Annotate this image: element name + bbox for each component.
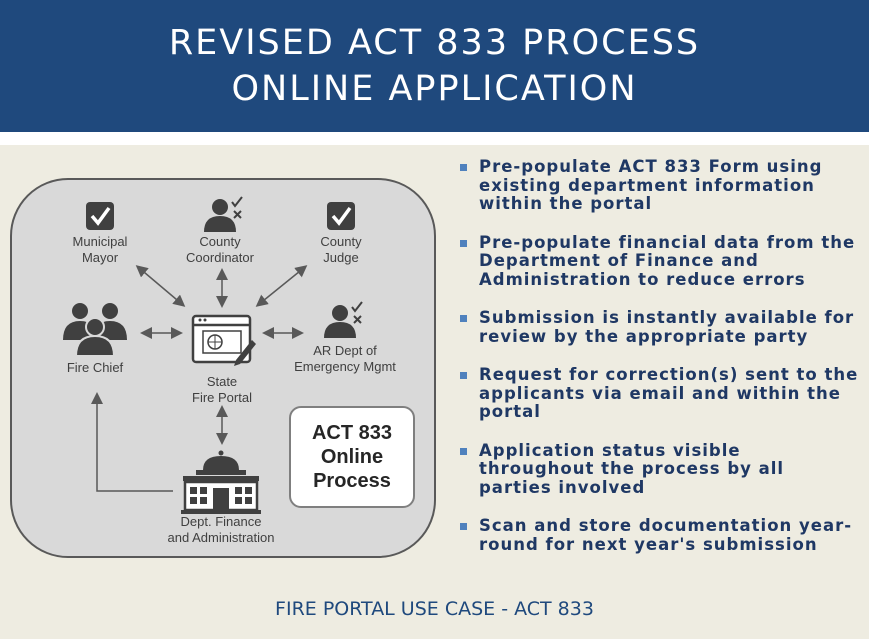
- header-banner: REVISED ACT 833 PROCESS ONLINE APPLICATI…: [0, 0, 869, 132]
- process-box: ACT 833 Online Process: [289, 406, 415, 508]
- portal-window-icon: [191, 314, 256, 366]
- connector-arrows: [91, 265, 308, 492]
- node-dept-finance: Dept. Finance and Administration: [167, 514, 275, 545]
- node-state-fire-portal: State Fire Portal: [192, 374, 252, 405]
- footer-caption: FIRE PORTAL USE CASE - ACT 833: [275, 598, 594, 620]
- person-check-icon: [204, 196, 243, 232]
- node-county-coordinator: County Coordinator: [186, 234, 254, 265]
- bullet-marker: [460, 447, 467, 455]
- bullet-marker: [460, 239, 467, 247]
- title-line-2: ONLINE APPLICATION: [231, 69, 638, 109]
- bullet-marker: [460, 164, 467, 171]
- node-municipal-mayor: Municipal Mayor: [72, 234, 128, 265]
- person-check-icon: [324, 301, 363, 338]
- government-building-icon: [181, 450, 261, 514]
- bullet-item: Pre-populate ACT 833 Form using existing…: [460, 157, 860, 214]
- checkbox-icon: [327, 202, 355, 230]
- bullet-text: Application status visible throughout th…: [479, 440, 785, 497]
- bullet-item: Request for correction(s) sent to the ap…: [460, 365, 860, 422]
- bullet-item: Scan and store documentation year-round …: [460, 516, 860, 554]
- bullet-marker: [460, 523, 467, 530]
- bullet-text: Pre-populate financial data from the Dep…: [479, 232, 856, 289]
- bullet-list: Pre-populate ACT 833 Form using existing…: [460, 157, 860, 554]
- group-icon: [63, 303, 127, 357]
- title-line-1: REVISED ACT 833 PROCESS: [168, 23, 701, 63]
- bullet-marker: [460, 315, 467, 322]
- checkbox-icon: [86, 202, 114, 230]
- bullet-item: Submission is instantly available for re…: [460, 308, 860, 346]
- bullet-text: Submission is instantly available for re…: [479, 308, 855, 346]
- bullet-item: Pre-populate financial data from the Dep…: [460, 232, 860, 290]
- node-ar-dept-emergency: AR Dept of Emergency Mgmt: [294, 343, 396, 374]
- node-county-judge: County Judge: [320, 234, 362, 265]
- bullet-text: Pre-populate ACT 833 Form using existing…: [479, 157, 823, 213]
- bullet-text: Request for correction(s) sent to the ap…: [479, 365, 859, 421]
- bullet-text: Scan and store documentation year-round …: [479, 516, 853, 554]
- bullet-item: Application status visible throughout th…: [460, 440, 860, 498]
- bullet-marker: [460, 372, 467, 379]
- node-fire-chief: Fire Chief: [66, 360, 124, 375]
